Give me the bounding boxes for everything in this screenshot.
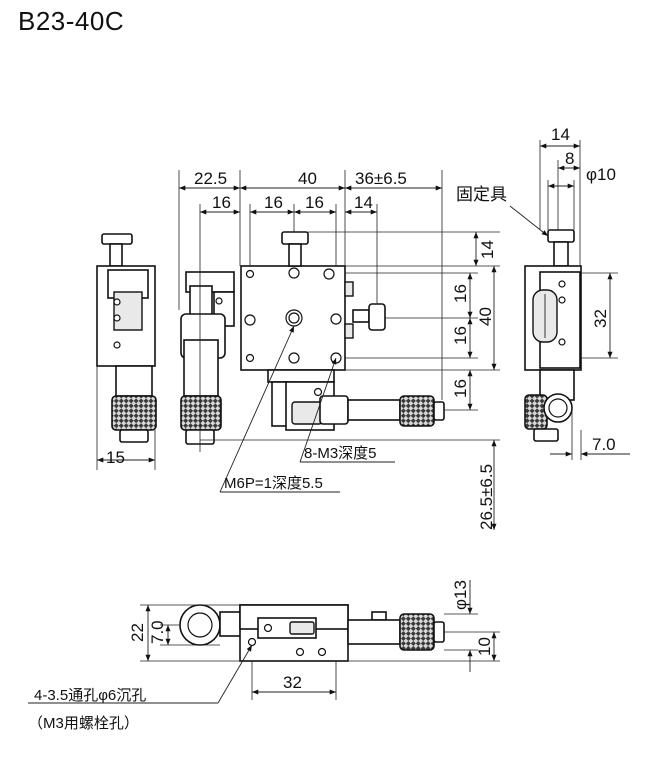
dim-label-10-front: 10	[475, 637, 494, 656]
bottom-front-view: 22 7.0 φ13 10 32 4-3.5通孔φ6沉孔 （M3用螺栓孔）	[28, 580, 500, 732]
dim-label-phi10: φ10	[586, 165, 616, 184]
callout-m6: M6P=1深度5.5	[224, 475, 323, 492]
dim-label-40-right: 40	[476, 307, 495, 326]
dim-label-14-right: 14	[478, 240, 497, 259]
dim-label-phi13: φ13	[451, 580, 470, 610]
dim-label-32-side: 32	[591, 309, 610, 328]
dim-label-16-b: 16	[264, 193, 283, 212]
dim-label-22-5: 22.5	[194, 169, 227, 188]
dim-label-16-c: 16	[305, 193, 324, 212]
dim-label-16-a: 16	[212, 193, 231, 212]
dim-label-7-front: 7.0	[148, 620, 167, 644]
model-title: B23-40C	[18, 6, 125, 36]
dim-label-14-side: 14	[551, 125, 570, 144]
hole-note-line1: 4-3.5通孔φ6沉孔	[34, 687, 146, 704]
dim-label-16-right-b: 16	[451, 326, 470, 345]
dim-label-14-top: 14	[354, 193, 373, 212]
center-top-view: 22.5 40 36±6.5 16 16 16 14 14 16 40 16	[178, 169, 500, 530]
hole-note-line2: （M3用螺栓孔）	[28, 715, 139, 732]
dim-label-36-6-5: 36±6.5	[355, 169, 407, 188]
dim-label-40-top: 40	[298, 169, 317, 188]
dim-label-22-front: 22	[128, 623, 147, 642]
dim-label-16-right-c: 16	[451, 379, 470, 398]
label-fixture: 固定具	[456, 185, 507, 204]
dim-label-32-front: 32	[283, 673, 302, 692]
dim-label-26-5-6-5: 26.5±6.5	[477, 464, 496, 530]
right-side-view: 14 8 φ10 固定具 32 7.0	[456, 125, 630, 460]
left-side-view: 15	[96, 233, 157, 470]
dim-label-7-side: 7.0	[592, 435, 616, 454]
dim-label-8-side: 8	[565, 149, 574, 168]
dim-label-15: 15	[106, 448, 125, 467]
callout-8-m3: 8-M3深度5	[304, 445, 377, 462]
dim-label-16-right-a: 16	[451, 284, 470, 303]
